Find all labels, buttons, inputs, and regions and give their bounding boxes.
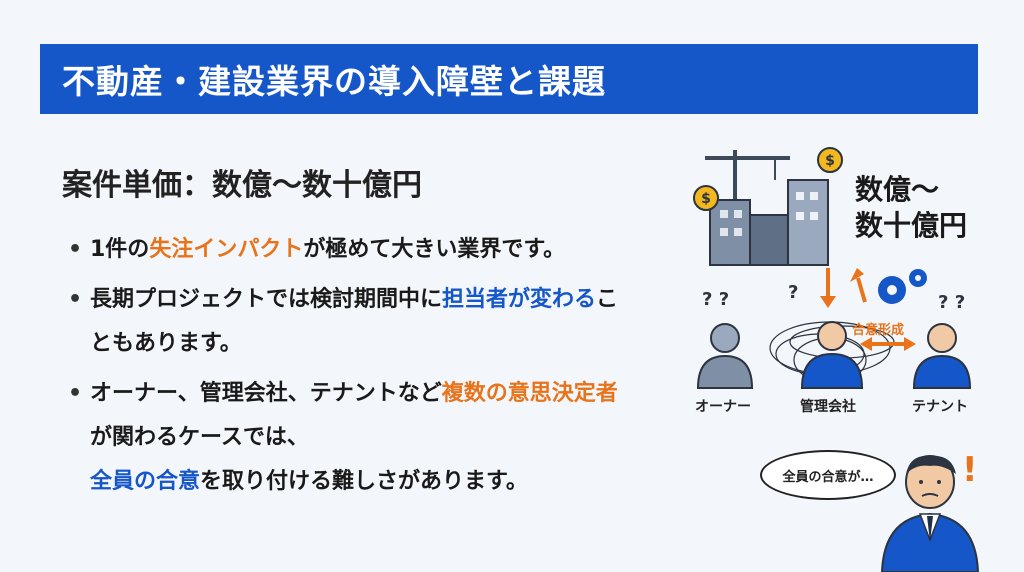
bullet-text: が極めて大きい業界です。 [303,237,566,262]
bullet-text: 1件の [90,237,150,262]
title-bar: 不動産・建設業界の導入障壁と課題 [40,44,978,114]
question-mark-icon: ? ? [938,292,965,313]
question-mark-icon: ? ? [702,289,729,310]
owner-person-icon [696,323,754,389]
bullet-text: が関わるケースでは、 [90,425,309,450]
coin-icon: $ [693,185,719,211]
consensus-label: 合意形成 [852,323,905,338]
buildings-icon [709,179,829,266]
svg-text:$: $ [701,191,711,207]
project-illustration: $ $ ? ? ? ? ? [693,147,972,389]
worried-person-icon [880,455,980,572]
bullet-item: オーナー、管理会社、テナントなど複数の意思決定者が関わるケースでは、全員の合意を… [68,372,628,504]
bullet-text: を取り付ける難しさがあります。 [200,469,528,494]
speech-bubble: 全員の合意が… [760,450,896,500]
tenant-person-icon [912,323,972,389]
consensus-arrow-icon [860,337,916,351]
cost-label: 数億〜 数十億円 [855,172,967,244]
bullet-text: オーナー、管理会社、テナントなど [90,381,442,406]
highlight-text: 複数の意思決定者 [441,381,618,406]
arrow-up-icon [850,268,867,303]
manager-person-icon [800,321,864,389]
owner-label: オーナー [695,399,751,415]
bullet-item: 1件の失注インパクトが極めて大きい業界です。 [68,228,628,272]
coin-icon: $ [817,147,843,173]
subheading: 案件単価：数億〜数十億円 [62,168,422,203]
bullet-text: こともあります。 [90,287,619,356]
manager-label: 管理会社 [800,399,856,415]
svg-text:$: $ [825,153,835,169]
arrow-down-icon [820,268,836,308]
bullet-item: 長期プロジェクトでは検討期間中に担当者が変わることもあります。 [68,278,628,366]
cost-line: 数十億円 [855,209,968,242]
gear-icon [878,269,927,304]
question-mark-icon: ? [788,282,798,303]
cost-line: 数億〜 [855,173,940,206]
highlight-text: 全員の合意 [90,469,201,494]
bullet-text: 長期プロジェクトでは検討期間中に [90,287,443,312]
exclamation-icon: ! [962,450,978,490]
highlight-text: 担当者が変わる [442,287,597,312]
tenant-label: テナント [912,399,968,415]
bullet-list: 1件の失注インパクトが極めて大きい業界です。 長期プロジェクトでは検討期間中に担… [68,228,628,510]
highlight-text: 失注インパクト [149,237,304,262]
page-title: 不動産・建設業界の導入障壁と課題 [62,62,606,101]
